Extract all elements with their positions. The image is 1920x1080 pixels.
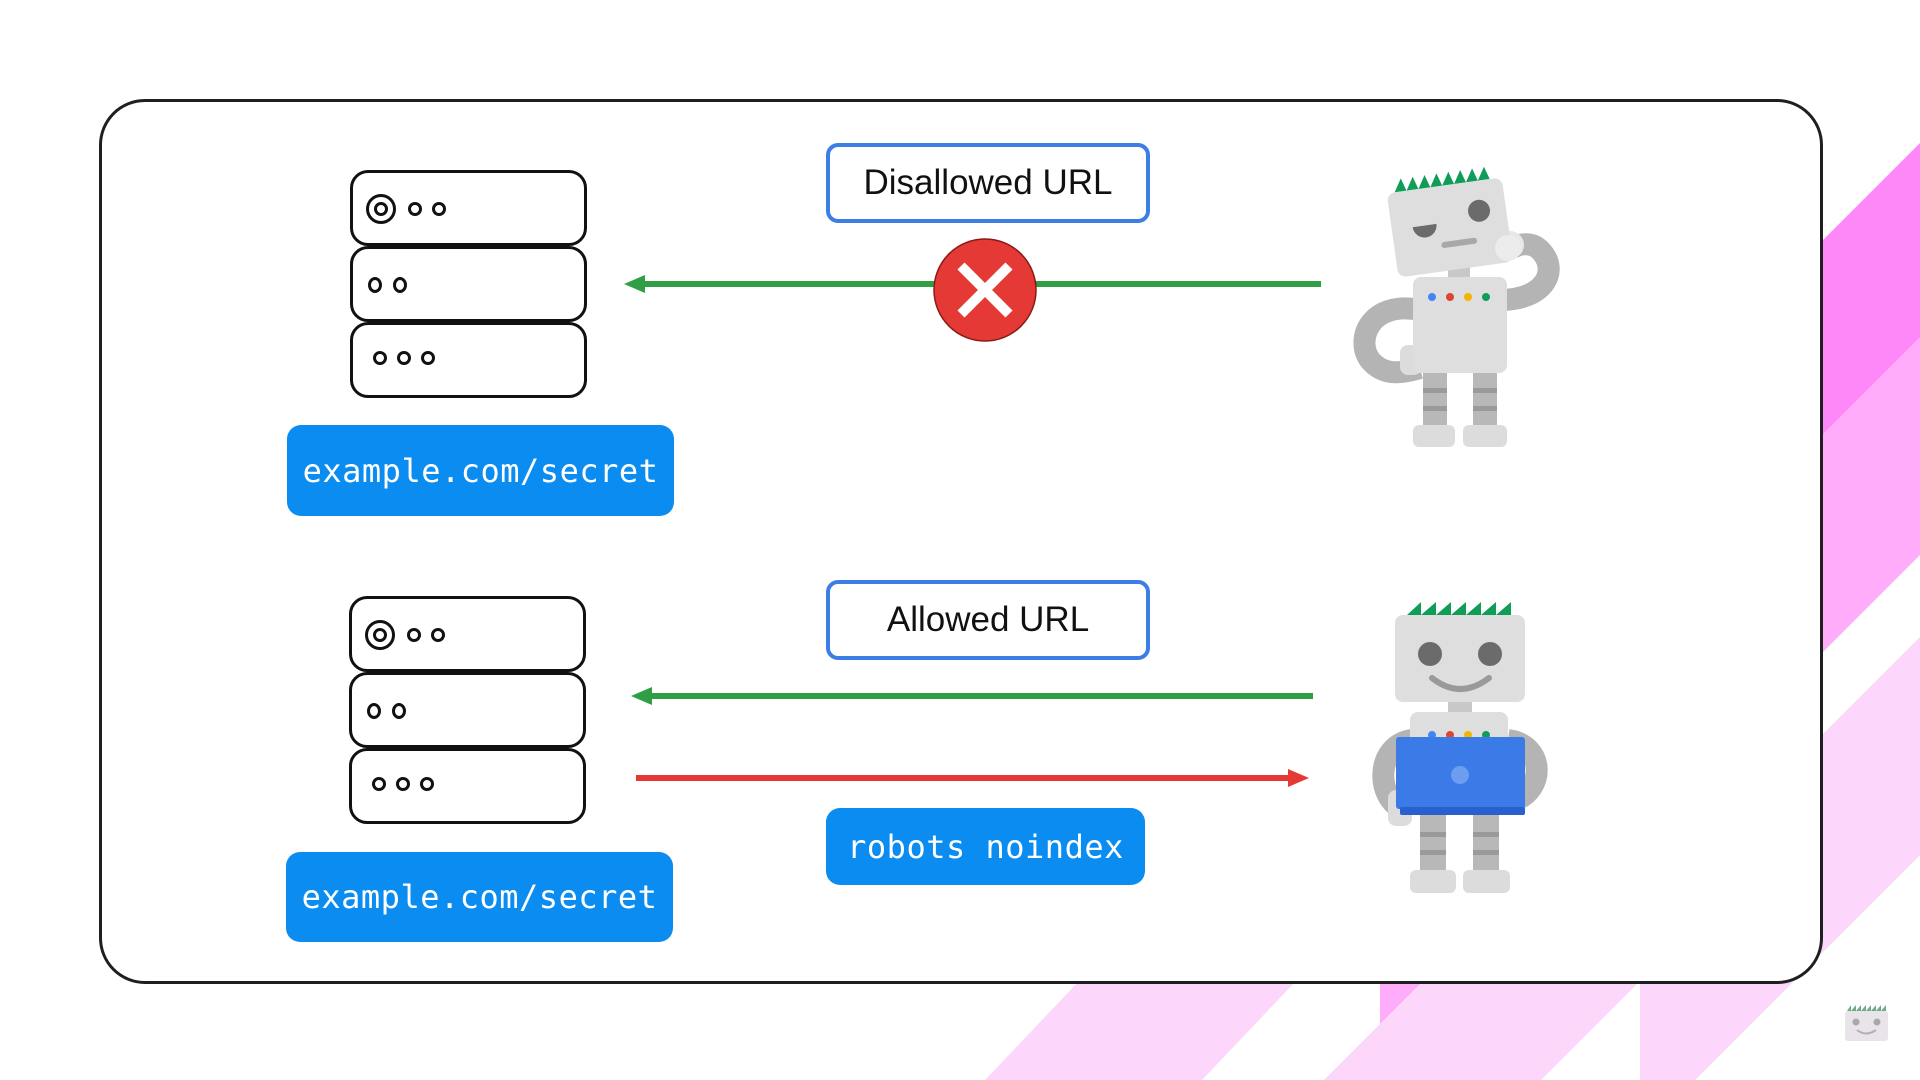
server-unit-2 <box>349 672 586 748</box>
indicator-light <box>372 777 386 791</box>
indicator-light <box>368 277 382 293</box>
power-ring-icon <box>365 620 395 650</box>
indicator-light <box>392 703 406 719</box>
server-unit-3 <box>350 322 587 398</box>
server-unit-1 <box>350 170 587 246</box>
indicator-light <box>407 628 421 642</box>
disallowed-url-label: Disallowed URL <box>826 143 1150 223</box>
url-label-bottom: example.com/secret <box>286 852 673 942</box>
indicator-light <box>397 351 411 365</box>
indicator-light <box>432 202 446 216</box>
indicator-light <box>373 351 387 365</box>
power-ring-center <box>373 628 387 642</box>
indicator-light <box>431 628 445 642</box>
indicator-light <box>420 777 434 791</box>
stripe-light-2 <box>1324 980 1641 1080</box>
stripe-light-3 <box>985 980 1297 1080</box>
power-ring-center <box>374 202 388 216</box>
server-unit-1 <box>349 596 586 672</box>
url-label-top: example.com/secret <box>287 425 674 516</box>
indicator-light <box>421 351 435 365</box>
indicator-light <box>408 202 422 216</box>
server-unit-3 <box>349 748 586 824</box>
robots-noindex-tag: robots noindex <box>826 808 1145 885</box>
indicator-light <box>393 277 407 293</box>
allowed-url-label: Allowed URL <box>826 580 1150 660</box>
indicator-light <box>367 703 381 719</box>
indicator-light <box>396 777 410 791</box>
server-unit-2 <box>350 246 587 322</box>
